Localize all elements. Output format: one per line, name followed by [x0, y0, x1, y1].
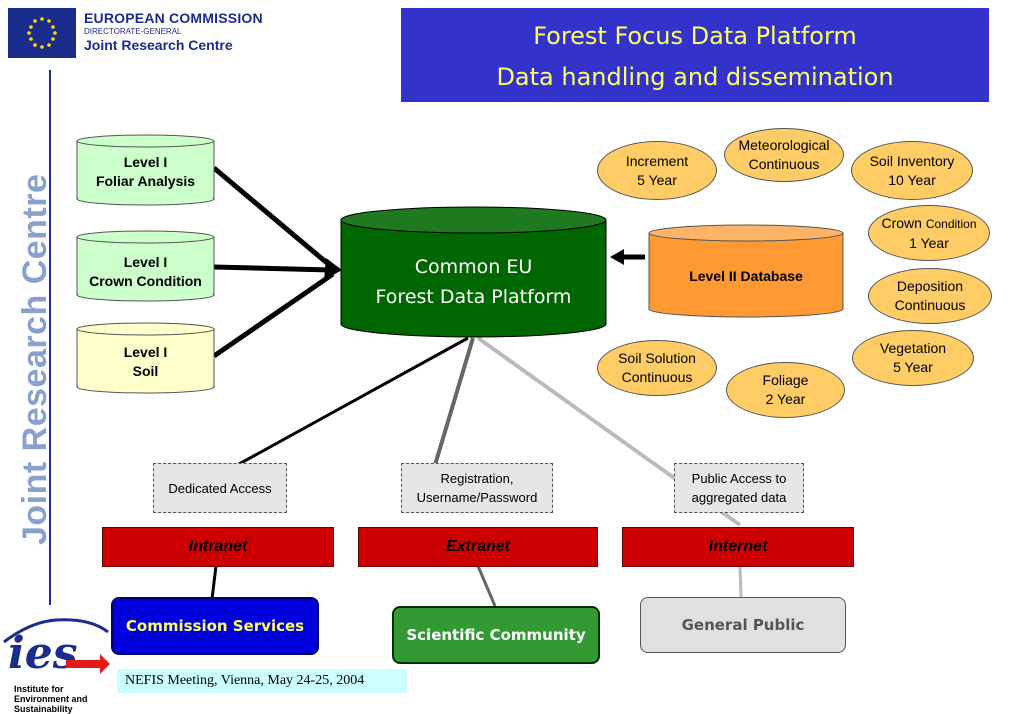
extranet-line — [476, 565, 497, 607]
survey-soil-solution: Soil Solution Continuous — [597, 340, 717, 396]
level1-soil-line1: Level I — [123, 344, 168, 360]
network-internet: Internet — [622, 527, 854, 567]
org-directorate: DIRECTORATE-GENERAL — [84, 27, 182, 36]
network-intranet: Intranet — [102, 527, 334, 567]
org-name: EUROPEAN COMMISSION — [84, 10, 263, 26]
side-divider — [49, 70, 51, 605]
level1-crown-line1: Level I — [123, 254, 168, 270]
soil-arrow — [212, 271, 335, 359]
platform-arrowhead — [324, 258, 342, 280]
network-extranet: Extranet — [358, 527, 598, 567]
ies-caption: Institute for Environment and Sustainabi… — [14, 684, 88, 714]
level2-label: Level II Database — [689, 268, 803, 284]
level1-crown-label: Level I Crown Condition — [78, 253, 213, 291]
foliar-arrow — [212, 166, 335, 270]
registration-line — [433, 337, 475, 466]
level1-connectors — [212, 166, 342, 359]
survey-soil-inventory: Soil Inventory 10 Year — [851, 141, 973, 200]
survey-increment: Increment 5 Year — [597, 141, 717, 200]
platform-label-line2: Forest Data Platform — [375, 286, 572, 308]
survey-foliage: Foliage 2 Year — [726, 362, 845, 418]
slide-title: Forest Focus Data Platform — [533, 22, 857, 50]
ies-logo: ies Institute for Environment and Sustai… — [0, 612, 112, 714]
platform-cylinder — [340, 206, 607, 338]
org-unit: Joint Research Centre — [84, 37, 233, 53]
survey-crown-condition-line1: Crown Condition — [881, 214, 976, 234]
survey-vegetation: Vegetation 5 Year — [852, 330, 974, 386]
ies-caption-line2: Environment and — [14, 694, 88, 704]
level1-soil-cylinder — [76, 322, 215, 394]
level1-foliar-cylinder — [76, 134, 215, 206]
level1-foliar-line2: Foliar Analysis — [95, 173, 196, 189]
slide-title-box: Forest Focus Data Platform Data handling… — [401, 8, 989, 102]
audience-public: General Public — [640, 597, 846, 653]
level1-crown-line2: Crown Condition — [89, 273, 202, 289]
level2-arrowhead — [610, 249, 624, 265]
survey-condition-word: Condition — [925, 216, 977, 231]
survey-deposition: Deposition Continuous — [868, 268, 992, 324]
survey-crown-word: Crown — [881, 214, 926, 231]
footer-note: NEFIS Meeting, Vienna, May 24-25, 2004 — [117, 669, 407, 693]
access-dedicated: Dedicated Access — [153, 463, 287, 513]
audience-scientific: Scientific Community — [392, 606, 600, 664]
platform-label: Common EU Forest Data Platform — [341, 252, 606, 312]
level1-soil-label: Level I Soil — [78, 343, 213, 381]
level1-foliar-label: Level I Foliar Analysis — [78, 153, 213, 191]
eu-flag-icon — [8, 8, 76, 58]
survey-meteorological: Meteorological Continuous — [724, 128, 844, 182]
access-registration: Registration, Username/Password — [401, 463, 553, 513]
dedicated-line — [209, 336, 469, 482]
internet-line — [738, 565, 743, 598]
ies-caption-line1: Institute for — [14, 684, 64, 694]
survey-crown-condition-line2: 1 Year — [909, 234, 949, 251]
ies-caption-line3: Sustainability — [14, 704, 73, 714]
access-public: Public Access to aggregated data — [674, 463, 804, 513]
crown-arrow — [213, 264, 331, 273]
ies-logo-mark-icon: ies — [3, 618, 110, 679]
intranet-line — [210, 565, 218, 600]
level1-soil-line2: Soil — [132, 363, 159, 379]
platform-label-line1: Common EU — [414, 256, 533, 278]
level2-cylinder — [648, 224, 844, 318]
level1-foliar-line1: Level I — [123, 154, 168, 170]
slide-subtitle: Data handling and dissemination — [496, 63, 894, 91]
level1-crown-cylinder — [76, 230, 215, 302]
survey-crown-condition: Crown Condition 1 Year — [868, 205, 990, 261]
audience-commission: Commission Services — [111, 597, 319, 655]
jrc-header-logo: EUROPEAN COMMISSION DIRECTORATE-GENERAL … — [8, 8, 278, 58]
ies-mark-text: ies — [8, 628, 77, 679]
